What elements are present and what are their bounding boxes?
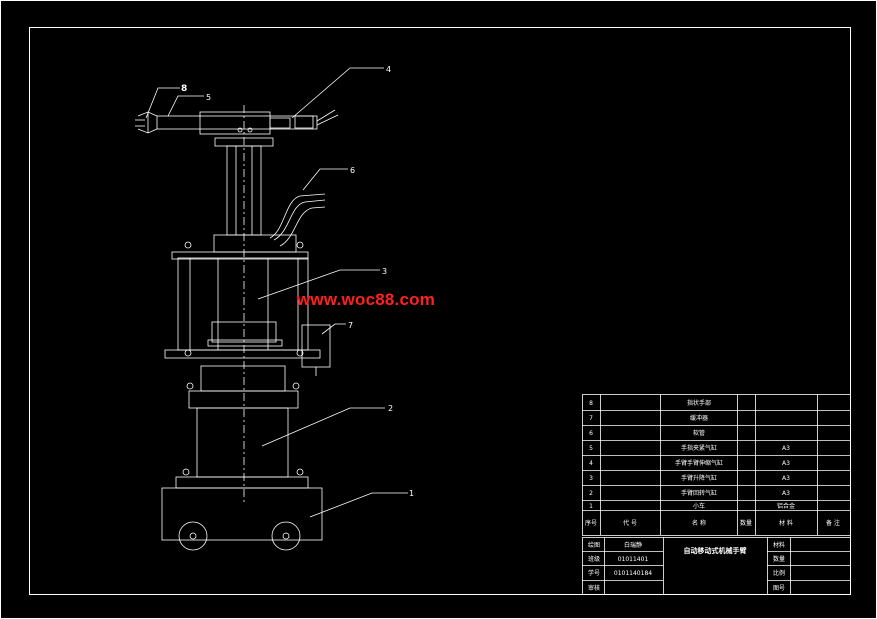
- parts-rows: 8 指状手部 7 缓冲器 6 软管 5 手指夹紧气缸 A3 4 手臂手臂伸缩气缸…: [589, 399, 795, 510]
- hoses: [269, 193, 326, 247]
- svg-text:备 注: 备 注: [826, 519, 840, 527]
- svg-text:1: 1: [589, 503, 593, 510]
- svg-text:学号: 学号: [588, 569, 600, 577]
- svg-text:A3: A3: [782, 445, 790, 452]
- svg-text:手指夹紧气缸: 手指夹紧气缸: [681, 444, 717, 452]
- title-block-text: 绘图 白瑞静 班级 01011401 学号 0101140184 审核 自动移动…: [588, 541, 785, 592]
- svg-text:班级: 班级: [588, 555, 600, 563]
- svg-text:0101140184: 0101140184: [614, 570, 652, 577]
- svg-text:软管: 软管: [693, 429, 705, 437]
- parts-list: [582, 394, 851, 536]
- callout-7: 7: [348, 321, 353, 330]
- callout-8: 8: [181, 84, 187, 94]
- svg-text:01011401: 01011401: [618, 556, 649, 563]
- watermark: www.woc88.com: [297, 290, 436, 309]
- drawing-title: 自动移动式机械手臂: [684, 546, 747, 555]
- svg-text:A3: A3: [782, 490, 790, 497]
- svg-text:数量: 数量: [740, 519, 752, 527]
- svg-text:材 料: 材 料: [779, 519, 793, 527]
- cart-wheel-left: [178, 521, 208, 551]
- inner-frame: [29, 27, 851, 595]
- callout-3: 3: [382, 267, 387, 276]
- svg-text:比例: 比例: [773, 569, 785, 577]
- svg-text:序号: 序号: [585, 519, 597, 527]
- rotary-cylinder: [196, 407, 289, 478]
- callout-4: 4: [386, 65, 391, 74]
- callout-labels: 1 2 3 4 5 6 7 8: [181, 65, 414, 498]
- svg-text:名 称: 名 称: [692, 519, 706, 527]
- svg-text:手臂手臂伸缩气缸: 手臂手臂伸缩气缸: [675, 459, 723, 467]
- svg-text:审核: 审核: [588, 584, 600, 592]
- svg-text:手臂回转气缸: 手臂回转气缸: [681, 489, 717, 497]
- svg-text:材料: 材料: [773, 541, 785, 549]
- callout-2: 2: [388, 404, 393, 413]
- svg-text:4: 4: [589, 460, 593, 467]
- arm-beam: [156, 115, 318, 130]
- svg-text:2: 2: [589, 490, 593, 497]
- base-plate: [164, 349, 321, 359]
- svg-text:小车: 小车: [693, 502, 705, 510]
- svg-text:6: 6: [589, 430, 593, 437]
- svg-text:手臂升降气缸: 手臂升降气缸: [681, 474, 717, 482]
- cart-body: [161, 487, 323, 541]
- svg-text:A3: A3: [782, 475, 790, 482]
- svg-text:7: 7: [589, 415, 593, 422]
- svg-text:图号: 图号: [773, 585, 785, 592]
- svg-text:A3: A3: [782, 460, 790, 467]
- svg-text:缓冲器: 缓冲器: [690, 414, 708, 422]
- leader-lines: [145, 67, 408, 518]
- machine-drawing: [135, 105, 339, 551]
- svg-text:5: 5: [589, 445, 593, 452]
- svg-text:铝合金: 铝合金: [777, 502, 795, 510]
- svg-text:指状手部: 指状手部: [687, 399, 711, 407]
- svg-text:代 号: 代 号: [623, 519, 637, 527]
- svg-text:数量: 数量: [773, 555, 785, 563]
- callout-5: 5: [206, 93, 211, 102]
- callout-6: 6: [350, 166, 355, 175]
- svg-text:8: 8: [589, 400, 593, 407]
- callout-1: 1: [409, 489, 414, 498]
- svg-text:绘图: 绘图: [588, 541, 600, 549]
- cart-wheel-right: [271, 521, 301, 551]
- svg-text:白瑞静: 白瑞静: [624, 541, 642, 549]
- svg-text:3: 3: [589, 475, 593, 482]
- parts-header: 序号 代 号 名 称 数量 材 料 备 注: [585, 519, 840, 527]
- title-block: [582, 537, 851, 595]
